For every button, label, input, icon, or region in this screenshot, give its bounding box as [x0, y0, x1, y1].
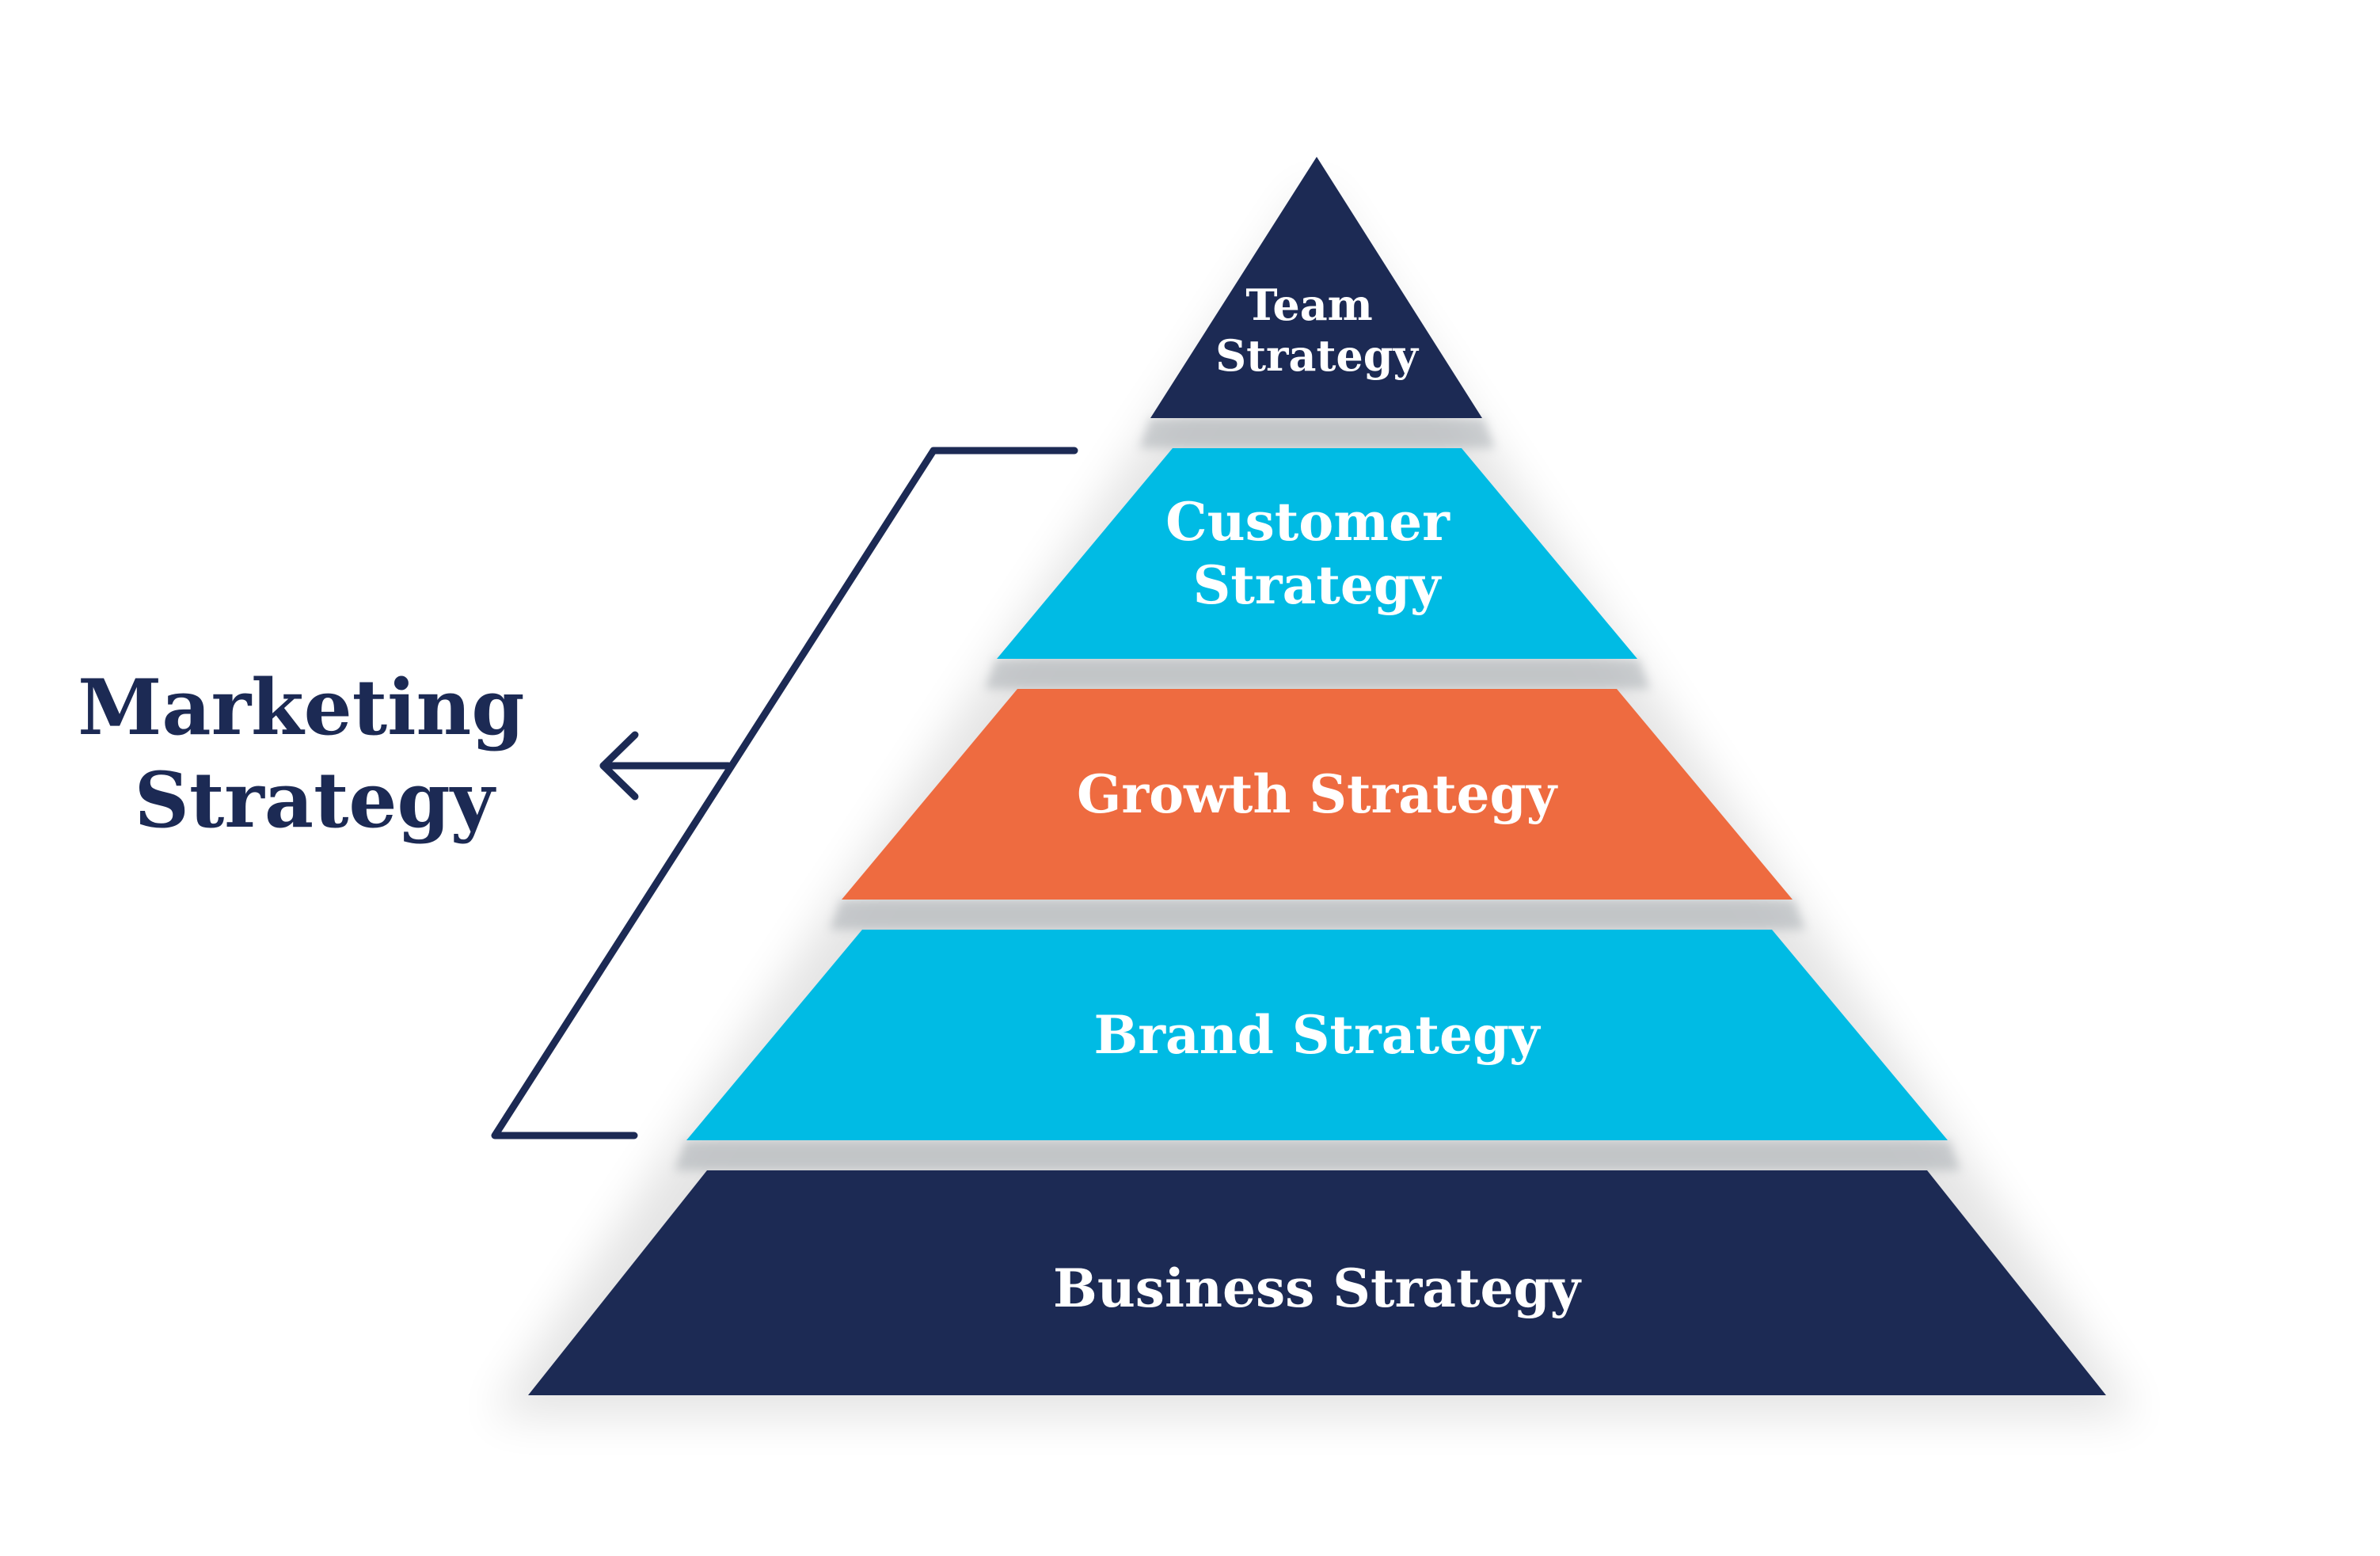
gap-shadow-2 [985, 659, 1650, 689]
bracket-line [491, 447, 1078, 1139]
layer-shape [997, 448, 1637, 659]
marketing-strategy-label: Marketing Strategy [78, 663, 551, 845]
gap-shadow-4 [675, 1140, 1960, 1170]
gap-shadow-1 [1139, 418, 1495, 448]
layer-shape [686, 930, 1948, 1140]
layer-label-line: Growth Strategy [1077, 763, 1558, 825]
layer-label-line: Strategy [1193, 554, 1442, 616]
pyramid-layer-customer: Customer Strategy [997, 448, 1637, 659]
layer-label-line: Brand Strategy [1093, 1004, 1541, 1066]
pyramid-layer-team: Team Strategy [1150, 157, 1482, 418]
layer-shape [528, 1170, 2106, 1395]
pyramid-layer-business: Business Strategy [528, 1170, 2106, 1395]
marketing-label-line: Strategy [135, 755, 497, 845]
layer-gap-shadows [675, 418, 1960, 1170]
layer-label-line: Customer [1165, 491, 1450, 553]
marketing-label-line: Marketing [78, 663, 524, 752]
pyramid-layer-growth: Growth Strategy [842, 689, 1793, 900]
layer-label: Growth Strategy [1077, 763, 1558, 825]
marketing-bracket [491, 447, 1078, 1139]
layer-label-line: Strategy [1215, 330, 1419, 381]
layer-label: Customer Strategy [1165, 491, 1468, 616]
layer-label-line: Team [1245, 280, 1372, 330]
layer-label-line: Business Strategy [1053, 1257, 1582, 1319]
gap-shadow-3 [830, 900, 1805, 930]
arrow-left-icon [599, 731, 639, 801]
layer-shape [842, 689, 1793, 900]
layer-shape [1150, 157, 1482, 418]
layer-label: Business Strategy [1053, 1257, 1582, 1319]
layer-label: Brand Strategy [1093, 1004, 1541, 1066]
pyramid-layer-brand: Brand Strategy [686, 930, 1948, 1140]
layer-label: Team Strategy [1215, 280, 1419, 381]
